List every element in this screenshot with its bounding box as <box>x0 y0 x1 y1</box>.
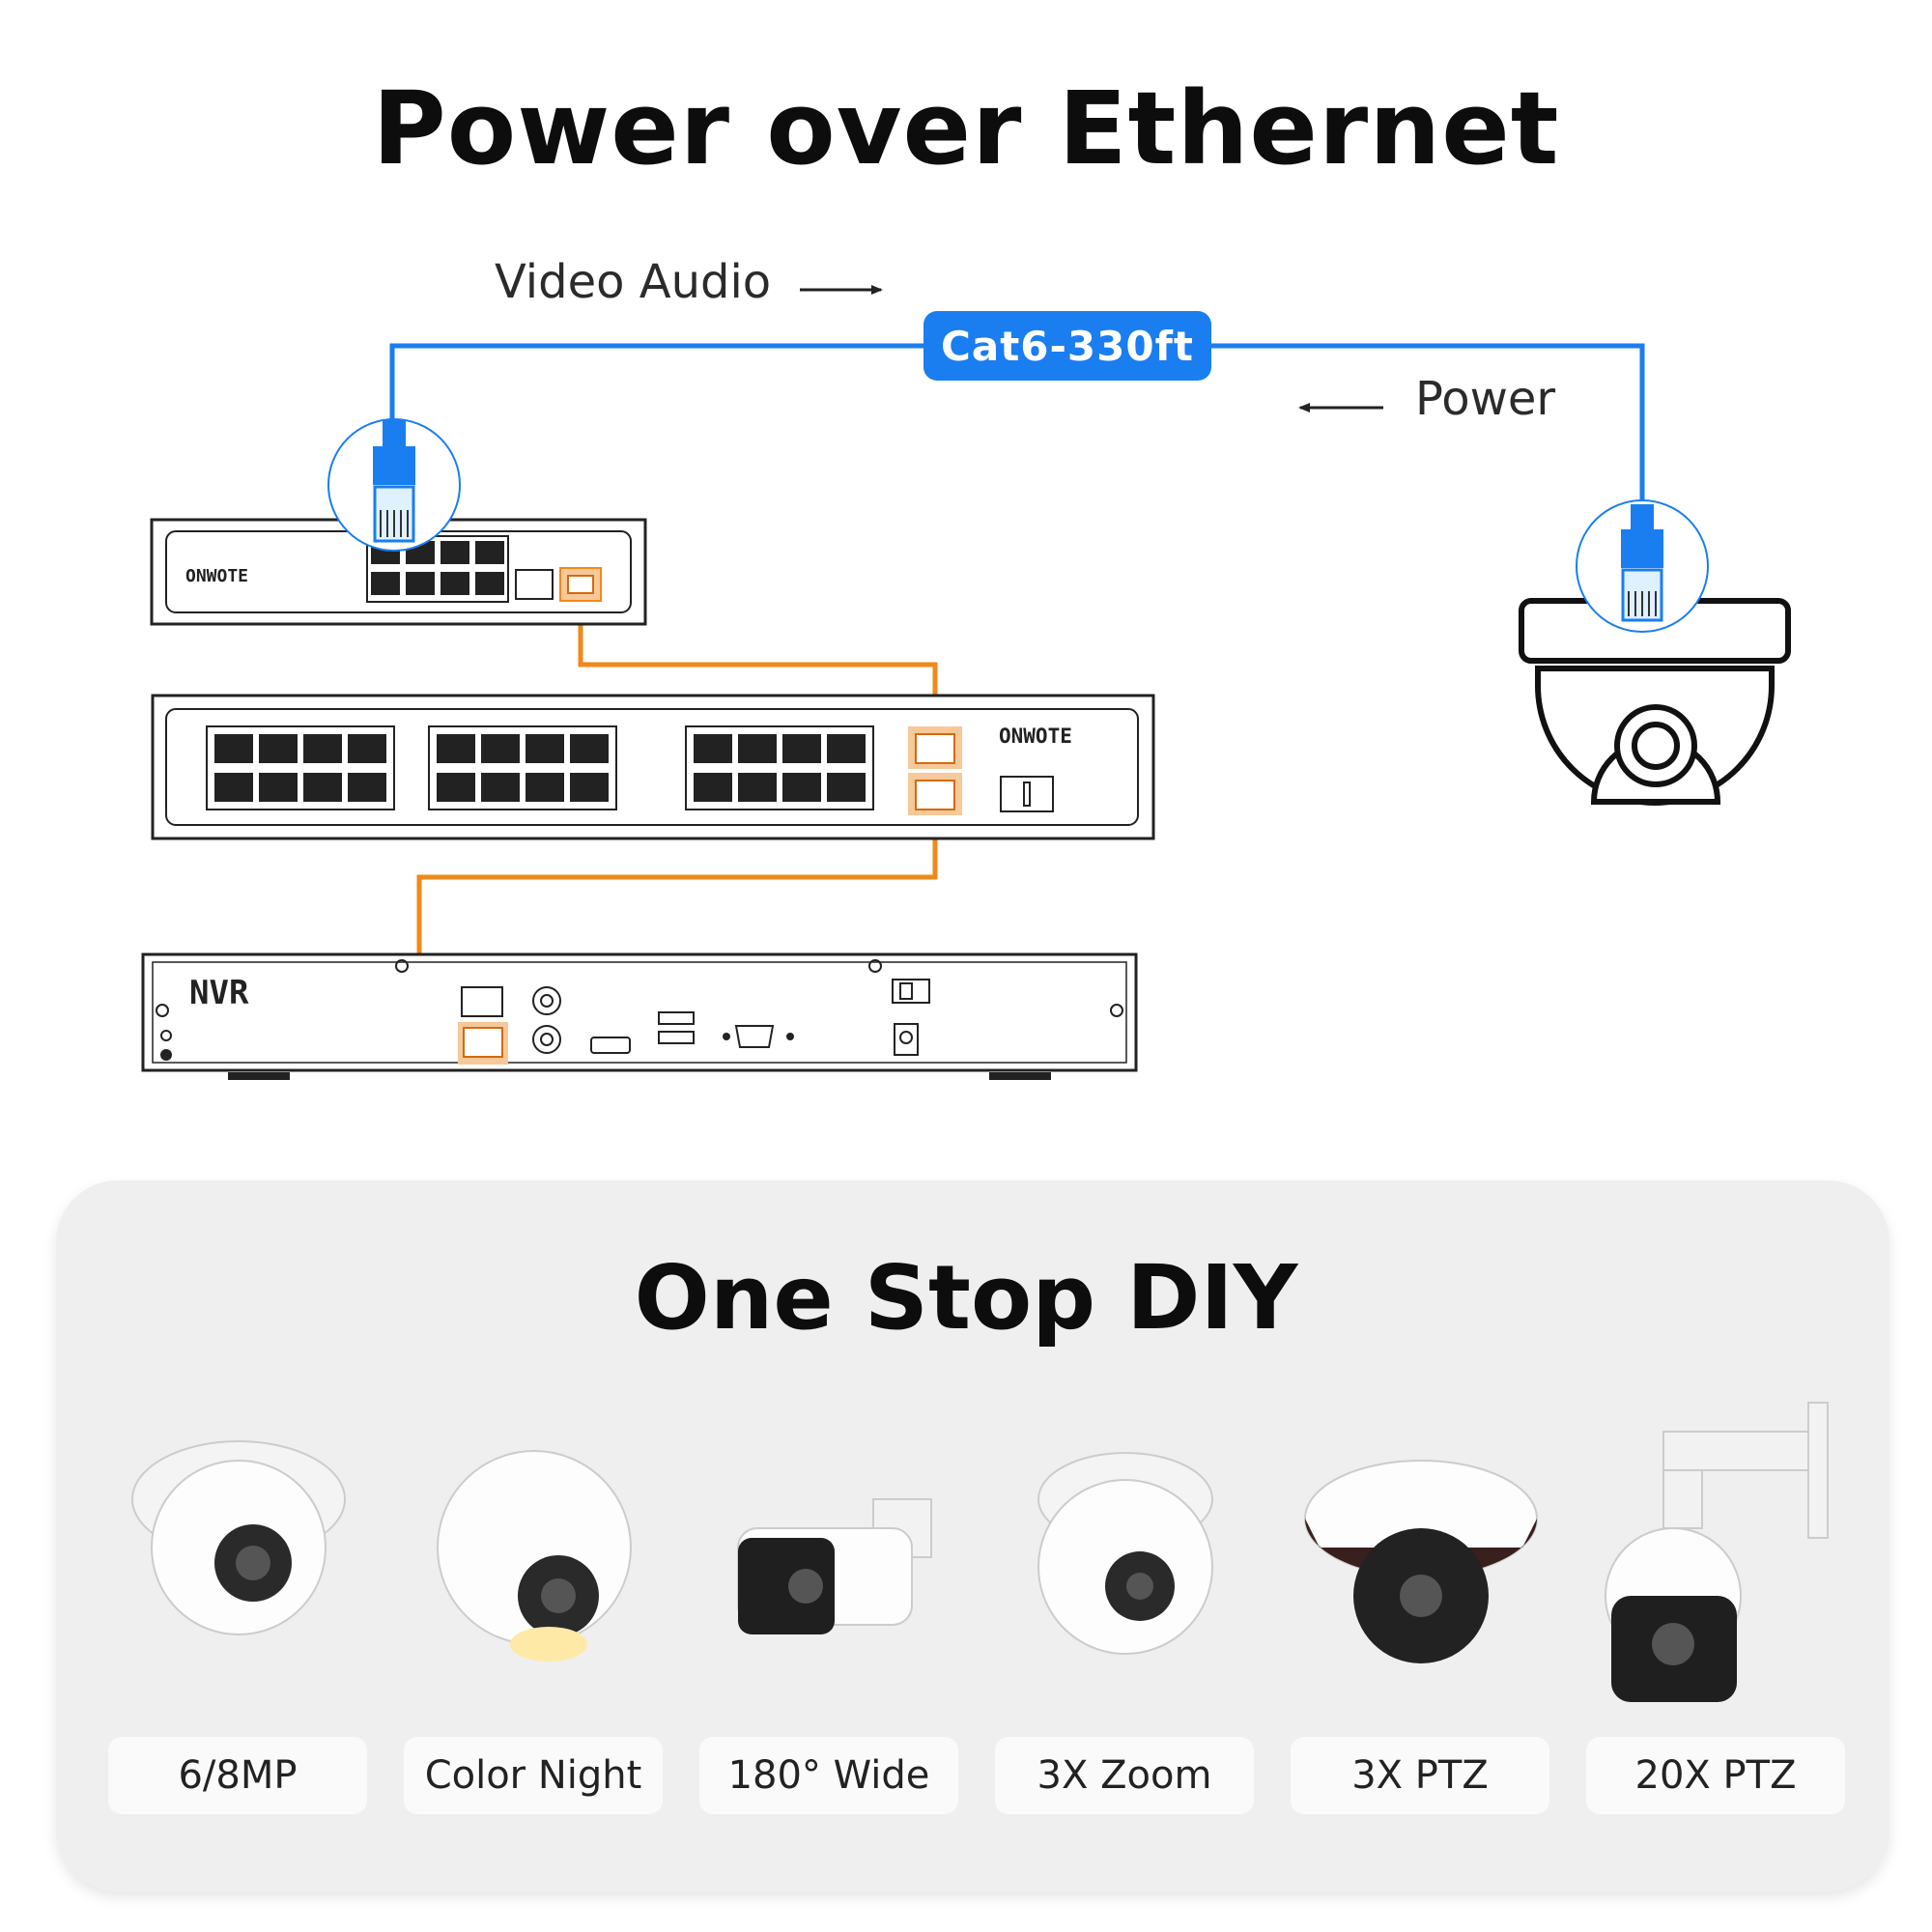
bullet-camera-icon <box>737 1498 932 1634</box>
nvr-label: NVR <box>189 974 249 1012</box>
turret-camera-icon <box>131 1440 346 1635</box>
turret-spotlight-camera-icon <box>437 1450 632 1662</box>
camera-label: 20X PTZ <box>1586 1737 1845 1814</box>
arrow-right-icon <box>800 285 883 295</box>
ptz-speed-dome-camera-icon <box>1605 1402 1829 1702</box>
cable-badge: Cat6-330ft <box>923 311 1211 381</box>
nvr-device <box>141 952 1138 1080</box>
rj45-plug-camera-icon <box>1576 499 1709 633</box>
rj45-plug-switch-icon <box>327 418 461 552</box>
section-title: One Stop DIY <box>634 1246 1298 1350</box>
camera-label: Color Night <box>404 1737 663 1814</box>
camera-label: 3X Zoom <box>995 1737 1254 1814</box>
power-label: Power <box>1415 372 1556 426</box>
camera-label: 3X PTZ <box>1291 1737 1549 1814</box>
poe-diagram <box>141 285 1791 1080</box>
ptz-dome-camera-icon <box>1304 1460 1538 1663</box>
camera-label: 180° Wide <box>699 1737 958 1814</box>
turret-camera-icon <box>1037 1452 1213 1655</box>
video-audio-label: Video Audio <box>495 255 772 309</box>
small-poe-switch <box>150 518 647 626</box>
large-switch-brand: ONWOTE <box>999 724 1072 748</box>
camera-label: 6/8MP <box>108 1737 367 1814</box>
large-poe-switch <box>151 694 1155 840</box>
page-title: Power over Ethernet <box>372 70 1560 187</box>
arrow-left-icon <box>1298 403 1383 412</box>
dome-camera-icon <box>1519 598 1791 806</box>
small-switch-brand: ONWOTE <box>185 566 249 586</box>
